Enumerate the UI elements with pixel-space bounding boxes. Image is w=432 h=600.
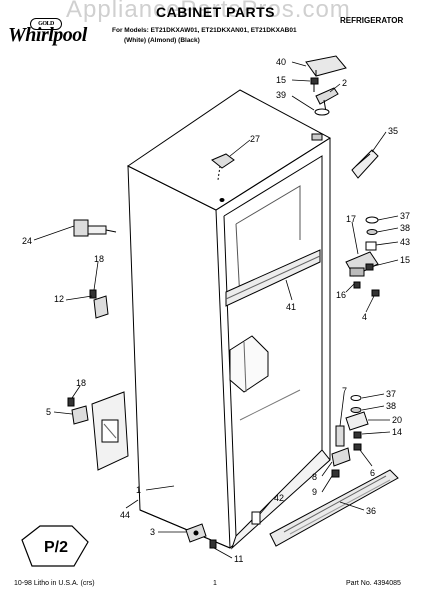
part-39-shim [314,108,330,116]
watermark-text: AppliancePartsPros.com [66,0,351,23]
part-37-washer-upper [365,216,379,224]
callout-labels: 40 15 2 39 35 27 17 37 38 43 15 16 4 24 … [22,57,410,564]
callout-35: 35 [388,126,398,136]
callout-27: 27 [250,134,260,144]
part-11-screw [209,539,217,549]
callout-43: 43 [400,237,410,247]
part-6-screw [353,443,362,451]
callout-1: 1 [136,485,141,495]
part-7-hinge-pin [335,425,345,447]
callout-17: 17 [346,214,356,224]
category-label: REFRIGERATOR [340,16,404,25]
callout-8: 8 [312,472,317,482]
repair-badge-text: P/2 [44,539,68,556]
callout-24: 24 [22,236,32,246]
part-24-door-stop [73,219,117,237]
callout-37-lower: 37 [386,389,396,399]
brand-logo: GOLD Whirlpool [8,14,87,46]
part-12-clip [93,295,109,319]
part-15-screw-middle [365,263,374,271]
part-40-hinge-cover [305,55,347,77]
part-9-screw [331,469,340,478]
left-bottom-plate [91,391,129,471]
callout-18-lower: 18 [76,378,86,388]
callout-41: 41 [286,302,296,312]
part-43-bushing [365,241,377,251]
callout-44: 44 [120,510,130,520]
callout-40: 40 [276,57,286,67]
callout-18-upper: 18 [94,254,104,264]
part-37-washer-lower [350,395,362,401]
callout-38: 38 [400,223,410,233]
callout-14: 14 [392,427,402,437]
callout-2: 2 [342,78,347,88]
footer-print-info: 10-98 Litho in U.S.A. (crs) [14,580,95,587]
callout-9: 9 [312,487,317,497]
part-42-clip [251,511,261,525]
part-4-screw [371,289,380,297]
callout-5: 5 [46,407,51,417]
repair-badge-logo: P/2 [21,525,89,567]
callout-4: 4 [362,312,367,322]
callout-3: 3 [150,527,155,537]
part-35-bracket [351,149,379,179]
callout-6: 6 [370,468,375,478]
callout-36: 36 [366,506,376,516]
part-8-leveler-bracket [331,447,351,467]
part-27-cap [211,153,235,181]
callout-7: 7 [342,386,347,396]
part-16-screw [353,281,361,289]
callout-12: 12 [54,294,64,304]
brand-name: Whirlpool [8,24,87,46]
part-17-center-hinge [345,251,379,277]
callout-38-lower: 38 [386,401,396,411]
leader-lines [33,61,399,559]
callout-15-right: 15 [400,255,410,265]
callout-42: 42 [274,493,284,503]
footer-part-number: Part No. 4394085 [346,580,401,587]
callout-20: 20 [392,415,402,425]
part-2-hinge [315,87,339,113]
cabinet-body [127,89,331,550]
part-18-screw-upper [89,289,97,299]
callout-39: 39 [276,90,286,100]
page-title: CABINET PARTS [156,4,276,20]
part-5-bracket [71,405,89,425]
callout-15: 15 [276,75,286,85]
callout-16: 16 [336,290,346,300]
part-3-leveler [185,523,207,543]
color-list: (White) (Almond) (Black) [124,37,200,44]
part-18-screw-lower [67,397,75,407]
part-38-washer-upper [366,229,378,235]
part-20-hinge-lower [345,411,369,431]
part-14-screw [353,431,362,439]
footer-page-number: 1 [213,580,217,587]
brand-badge: GOLD [30,18,62,30]
part-36-toe-grille [269,469,399,547]
part-38-washer-lower [350,407,362,413]
part-15-screw-top [310,77,319,92]
callout-37: 37 [400,211,410,221]
callout-11: 11 [234,554,243,564]
model-list: For Models: ET21DKXAW01, ET21DKXAN01, ET… [112,27,297,34]
